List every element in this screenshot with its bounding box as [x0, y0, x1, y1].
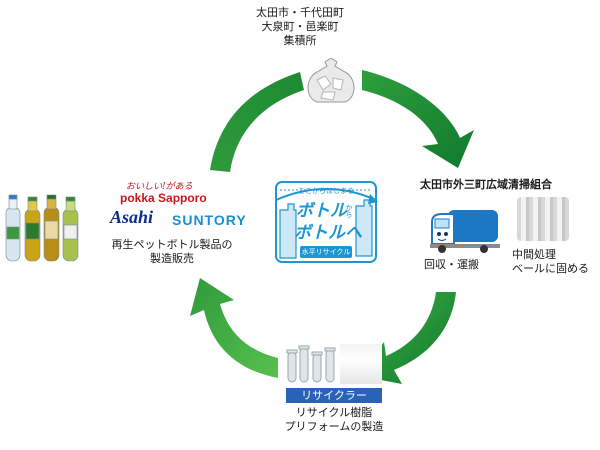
right-right-caption: 中間処理 ベールに固める [512, 248, 589, 276]
right-left-caption: 回収・運搬 [424, 258, 479, 272]
logo-frame [275, 181, 378, 263]
preforms-image [286, 345, 336, 383]
bottom-node-text: リサイクル樹脂 プリフォームの製造 [274, 406, 394, 434]
left-node-text: 再生ペットボトル製品の 製造販売 [106, 238, 238, 266]
logo-line-2: ボトルへ [294, 223, 362, 243]
right-node-title: 太田市外三町広域清掃組合 [420, 178, 552, 191]
resin-pellets-image [340, 344, 382, 384]
logo-line-1: ボトル [296, 201, 347, 221]
garbage-truck-image [430, 210, 500, 253]
asahi-logo: Asahi [110, 207, 154, 227]
bottle-to-bottle-logo: ここからはじまる ボトル から ボトルへ 水平リサイクル [270, 180, 382, 264]
top-line-2: 大泉町・邑楽町 [261, 20, 339, 33]
bale-image [517, 197, 569, 241]
left-line-1: 再生ペットボトル製品の [111, 238, 233, 251]
arrow-bottom-left [190, 278, 278, 378]
top-line-1: 太田市・千代田町 [256, 6, 344, 19]
suntory-logo: SUNTORY [172, 212, 247, 228]
bottom-line-1: リサイクル樹脂 [295, 406, 373, 419]
left-line-2: 製造販売 [150, 252, 194, 265]
arrow-bottom-right [360, 292, 456, 384]
bale-text: ベールに固める [512, 262, 589, 275]
top-line-3: 集積所 [283, 34, 317, 47]
pokka-sapporo-logo: pokka Sapporo [120, 191, 207, 205]
collect-transport-text: 回収・運搬 [424, 258, 479, 271]
top-node-text: 太田市・千代田町 大泉町・邑楽町 集積所 [250, 6, 350, 48]
pet-bottles-image [5, 194, 79, 262]
arrow-top-left [210, 72, 304, 172]
logo-top-text: ここからはじまる [298, 187, 354, 195]
intermediate-text: 中間処理 [512, 248, 556, 261]
bottom-line-2: プリフォームの製造 [284, 420, 384, 433]
logo-small-text: から [345, 204, 353, 218]
logo-bottom-text: 水平リサイクル [301, 248, 351, 256]
recycler-badge: リサイクラー [286, 388, 382, 403]
arrow-top-right [362, 70, 474, 168]
trash-bag-image [307, 58, 355, 103]
pokka-tagline: おいしい!がある [126, 182, 193, 192]
